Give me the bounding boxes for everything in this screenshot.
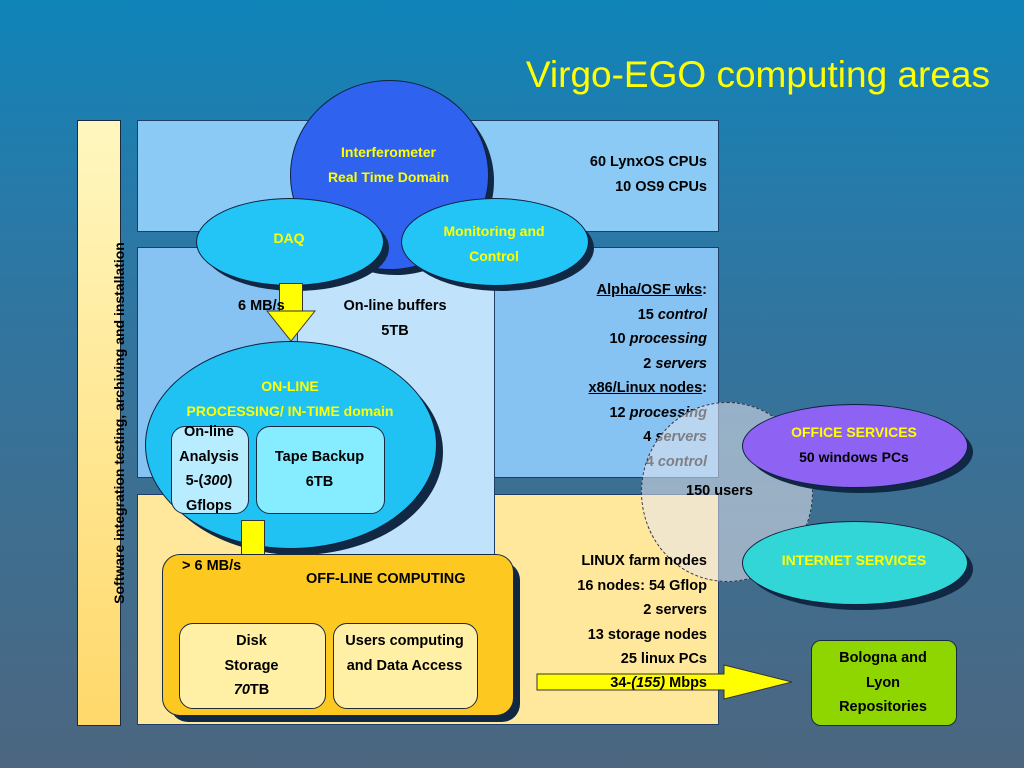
online-analysis-box[interactable] [171,426,249,514]
online-processing-label: ON-LINE PROCESSING/ IN-TIME domain [145,374,435,423]
software-integration-label: Software integration testing, archiving … [111,242,127,604]
tape-line2: 6TB [305,473,334,490]
linux-title: x86/Linux nodes: [588,380,707,396]
monitoring-control-ellipse[interactable] [401,198,589,286]
tape-backup-label: Tape Backup 6TB [256,445,383,494]
users-line1: Users computing [345,633,464,649]
software-integration-bar [77,120,121,726]
linux-farm-list: LINUX farm nodes 16 nodes: 54 Gflop 2 se… [500,549,707,672]
monitoring-label: Monitoring and Control [401,219,587,268]
office-services-title: OFFICE SERVICES [791,424,917,440]
disk-line3: 70TB [233,682,270,698]
daq-label: DAQ [273,230,305,246]
repositories-label: Bologna and Lyon Repositories [811,646,955,720]
page-title: Virgo-EGO computing areas [525,54,990,95]
tape-backup-box[interactable] [256,426,385,514]
alpha-processing: 10 processing [609,331,707,347]
online-rate: 6 MB/s [238,298,285,314]
repositories-box[interactable] [811,640,957,726]
tape-line1: Tape Backup [274,449,365,465]
repositories-line1: Bologna and [839,650,927,666]
users-computing-label: Users computing and Data Access [328,629,481,678]
online-buffers-label: On-line buffers 5TB [320,294,470,343]
disk-storage-label: Disk Storage 70TB [179,629,324,703]
realtime-cpus: 60 LynxOS CPUs 10 OS9 CPUs [500,150,707,199]
analysis-line1: On-line [184,424,234,440]
disk-line2: Storage [224,657,279,674]
disk-storage-box[interactable] [179,623,326,709]
realtime-label: Interferometer Real Time Domain [290,140,487,189]
monitoring-label-line1: Monitoring and [443,223,545,239]
online-buffers-line1: On-line buffers [343,298,447,314]
alpha-control: 15 control [637,306,707,323]
farm-line2: 16 nodes: 54 Gflop [577,577,707,594]
os9-cpus: 10 OS9 CPUs [615,178,707,195]
online-analysis-label: On-line Analysis 5-(300) Gflops [161,420,257,518]
users-computing-box[interactable] [333,623,478,709]
repositories-arrow [536,664,793,700]
alpha-title: Alpha/OSF wks: [596,282,707,298]
realtime-label-line2: Real Time Domain [327,168,450,185]
office-services-label: OFFICE SERVICES 50 windows PCs [742,420,966,469]
analysis-line3: 5-(300) [185,473,233,489]
lynxos-cpus: 60 LynxOS CPUs [589,154,707,170]
office-users-count: 150 users [686,483,753,499]
farm-line5: 25 linux PCs [620,651,707,667]
offline-rate: > 6 MB/s [182,558,242,574]
repositories-line2: Lyon [865,674,901,691]
analysis-line4: Gflops [186,497,232,514]
daq-arrow-shaft [279,283,303,314]
monitoring-label-line2: Control [469,247,519,264]
offline-computing-label: OFF-LINE COMPUTING [306,571,466,587]
office-services-ellipse[interactable] [742,404,968,488]
farm-line3: 2 servers [643,602,707,618]
farm-line1: LINUX farm nodes [581,553,707,569]
daq-arrow-head [266,310,316,342]
daq-ellipse[interactable] [196,198,384,286]
office-windows-pcs: 50 windows PCs [799,448,909,465]
online-processing-line1: ON-LINE [261,378,319,394]
repositories-line3: Repositories [839,699,927,715]
alpha-servers: 2 servers [643,355,707,372]
users-line2: and Data Access [346,657,463,674]
disk-line1: Disk [236,633,267,649]
online-buffers-line2: 5TB [381,322,409,339]
farm-line4: 13 storage nodes [587,626,707,643]
farm-bandwidth: 34-(155) Mbps [610,675,707,691]
analysis-line2: Analysis [179,448,239,465]
realtime-label-line1: Interferometer [341,144,436,160]
internet-services-ellipse[interactable] [742,521,968,605]
online-processing-line2: PROCESSING/ IN-TIME domain [186,402,394,419]
internet-services-label: INTERNET SERVICES [781,552,927,568]
